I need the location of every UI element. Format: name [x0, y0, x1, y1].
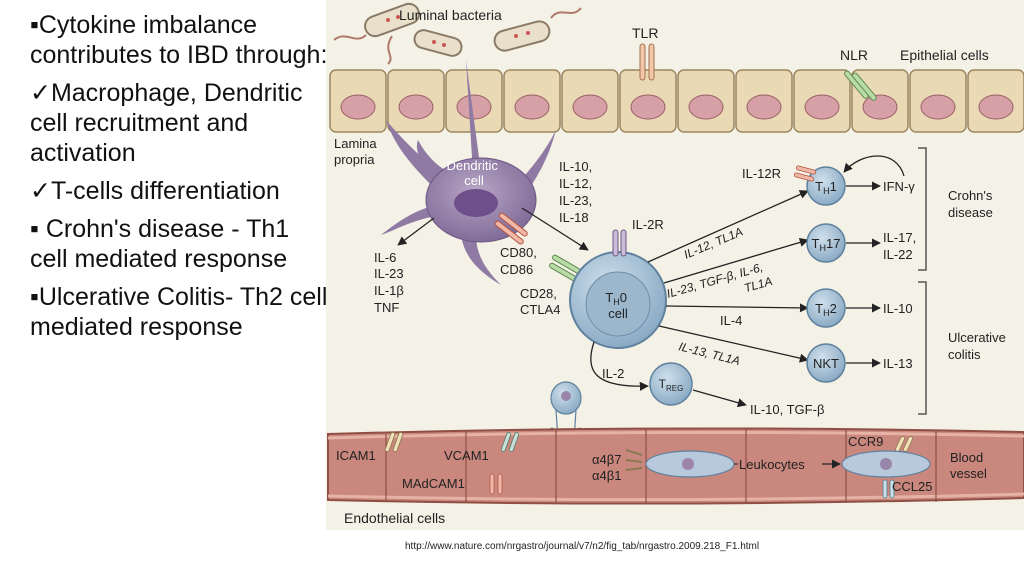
bullet-text: Cytokine imbalance contributes to IBD th…: [30, 11, 328, 69]
cd80-cd86-label: CD80, CD86: [500, 245, 540, 277]
il10-label: IL-10: [883, 301, 913, 316]
il12r-label: IL-12R: [742, 166, 781, 181]
th1-label: TH1: [815, 179, 837, 196]
ulcerative-colitis-bracket: [918, 281, 927, 415]
checkmark-icon: ✓: [30, 79, 51, 107]
arrow-label-il2: IL-2: [602, 366, 624, 381]
treg-cell: [649, 362, 693, 406]
epithelial-nucleus: [630, 94, 666, 120]
arrow-th0-to-nkt: [658, 325, 809, 363]
lamina-propria-label: Lamina propria: [334, 136, 380, 167]
epithelial-nucleus: [688, 94, 724, 120]
checkmark-icon: ✓: [30, 177, 51, 205]
cd28-ctla4-label: CD28, CTLA4: [520, 286, 560, 317]
endothelial-cells-label: Endothelial cells: [344, 510, 445, 526]
source-citation: http://www.nature.com/nrgastro/journal/v…: [405, 541, 760, 552]
treg-label: TREG: [659, 377, 684, 393]
bullet-list: ▪Cytokine imbalance contributes to IBD t…: [30, 10, 330, 350]
bullet-mark: ▪: [30, 283, 39, 311]
bullet-text: T-cells differentiation: [50, 177, 280, 205]
th17-cell: [806, 223, 846, 263]
epithelial-nucleus: [746, 94, 782, 120]
th17-label: TH17: [812, 236, 841, 253]
th1-cell: [793, 165, 846, 206]
crohns-disease-label: Crohn's disease: [948, 188, 996, 220]
arrow-th0-to-treg: [590, 341, 649, 391]
leukocytes-in-vessel: [645, 450, 931, 478]
bullet-mark: ▪: [30, 11, 39, 39]
luminal-bacteria-group: [333, 2, 582, 65]
arrow-th0-to-th2: [665, 303, 809, 313]
th2-label: TH2: [815, 301, 837, 318]
ccr9-label: CCR9: [848, 434, 883, 449]
epithelial-nucleus: [804, 94, 840, 120]
bullet-text: Macrophage, Dendritic cell recruitment a…: [30, 79, 303, 167]
bullet-text: Crohn's disease - Th1 cell mediated resp…: [30, 215, 290, 273]
nkt-label: NKT: [813, 356, 839, 371]
il13-label: IL-13: [883, 356, 913, 371]
madcam1-label: MAdCAM1: [402, 476, 465, 491]
adhesion-molecules: [384, 432, 913, 499]
leukocytes-label: Leukocytes: [739, 457, 805, 472]
epithelial-nucleus: [862, 94, 898, 120]
blood-vessel-label: Blood vessel: [950, 450, 987, 481]
epithelial-layer: [329, 69, 1024, 133]
th0-cell: [569, 229, 667, 349]
nkt-cell: [806, 343, 846, 383]
epithelial-nucleus: [398, 94, 434, 120]
bullet-item: ✓Macrophage, Dendritic cell recruitment …: [30, 78, 330, 168]
dc-cytokines-right: IL-10, IL-12, IL-23, IL-18: [559, 159, 596, 225]
epithelial-nucleus: [340, 94, 376, 120]
tlr-receptor: [639, 43, 655, 81]
crohns-bracket: [918, 147, 927, 271]
tlr-label: TLR: [632, 25, 658, 41]
treg-output-label: IL-10, TGF-β: [750, 402, 824, 417]
nlr-label: NLR: [840, 47, 868, 63]
epithelial-nucleus: [978, 94, 1014, 120]
epithelial-nucleus: [920, 94, 956, 120]
ccl25-label: CCL25: [892, 479, 932, 494]
ulcerative-colitis-label: Ulcerative colitis: [948, 330, 1009, 362]
il2r-label: IL-2R: [632, 217, 664, 232]
a4b7-label: α4β7: [592, 452, 621, 467]
ifn-label: IFN-γ: [883, 179, 915, 194]
arrow-dc-to-th0: [521, 207, 589, 251]
arrow-label-il4: IL-4: [720, 313, 742, 328]
nlr-receptor: [844, 70, 877, 101]
luminal-bacteria-label: Luminal bacteria: [399, 7, 502, 23]
dendritic-cell-label: Dendritic cell: [447, 158, 502, 188]
arrow-th0-to-th17: [663, 237, 809, 284]
bullet-mark: ▪: [30, 215, 39, 243]
arrow-treg-to-il10: [692, 389, 747, 408]
dc-cytokines-left: IL-6 IL-23 IL-1β TNF: [374, 250, 408, 315]
epithelial-cells-label: Epithelial cells: [900, 47, 989, 63]
bullet-item: ▪ Crohn's disease - Th1 cell mediated re…: [30, 214, 330, 274]
a4b1-label: α4β1: [592, 468, 621, 483]
bullet-item: ▪Cytokine imbalance contributes to IBD t…: [30, 10, 330, 70]
arrow-dc-to-cytokines: [397, 217, 435, 246]
icam1-label: ICAM1: [336, 448, 376, 463]
bullet-item: ✓T-cells differentiation: [30, 176, 340, 206]
epithelial-nucleus: [514, 94, 550, 120]
arrow-th0-to-th1: [647, 190, 809, 263]
bullet-text: Ulcerative Colitis- Th2 cell mediated re…: [30, 283, 328, 341]
ibd-pathway-diagram: Luminal bacteria Epithelial cells TLR NL…: [326, 0, 1024, 530]
dc-surface-receptors: [494, 212, 582, 283]
il17-il22-label: IL-17, IL-22: [883, 230, 920, 262]
th0-label: TH0 cell: [605, 290, 630, 321]
bullet-item: ▪Ulcerative Colitis- Th2 cell mediated r…: [30, 282, 330, 342]
epithelial-nucleus: [572, 94, 608, 120]
arrow-ifn-feedback: [843, 155, 905, 177]
vcam1-label: VCAM1: [444, 448, 489, 463]
th2-cell: [806, 288, 846, 328]
epithelial-nucleus: [456, 94, 492, 120]
